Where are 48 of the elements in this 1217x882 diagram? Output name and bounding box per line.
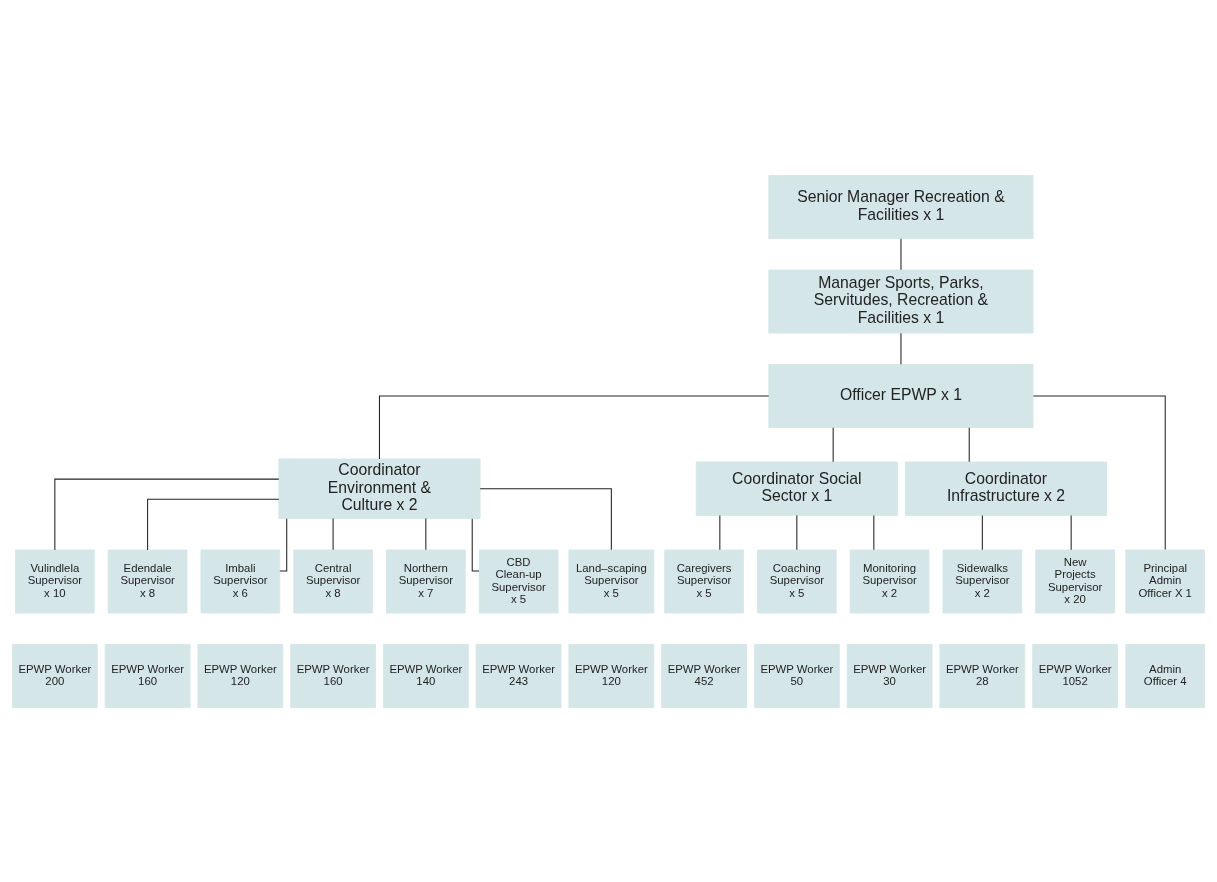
node-box: EPWP Worker 50 — [753, 643, 840, 708]
node-box: CBD Clean-up Supervisor x 5 — [478, 549, 559, 613]
node-box: Imbali Supervisor x 6 — [200, 549, 281, 613]
connector — [981, 514, 983, 550]
node-box: Principal Admin Officer X 1 — [1125, 549, 1206, 613]
node-box: EPWP Worker 160 — [104, 643, 191, 708]
node-box: EPWP Worker 120 — [197, 643, 284, 708]
connector — [471, 517, 480, 572]
connector — [279, 517, 288, 572]
connector — [796, 514, 798, 550]
node-box: Monitoring Supervisor x 2 — [849, 549, 930, 613]
node-box: Land–scaping Supervisor x 5 — [568, 549, 655, 613]
node-box: Coaching Supervisor x 5 — [757, 549, 837, 613]
node-box: EPWP Worker 140 — [382, 643, 469, 708]
connector — [147, 498, 280, 550]
node-box: Edendale Supervisor x 8 — [107, 549, 188, 613]
node-box: Coordinator Environment & Culture x 2 — [278, 458, 481, 519]
connector — [1032, 394, 1166, 550]
node-box: EPWP Worker 28 — [939, 643, 1026, 708]
node-box: Sidewalks Supervisor x 2 — [942, 549, 1023, 613]
connector — [1070, 514, 1072, 550]
node-box: Coordinator Infrastructure x 2 — [904, 461, 1108, 516]
connector — [873, 514, 875, 550]
connector — [332, 517, 334, 550]
connector — [832, 426, 834, 462]
node-box: EPWP Worker 30 — [846, 643, 933, 708]
node-box: Northern Supervisor x 7 — [386, 549, 466, 613]
node-box: Coordinator Social Sector x 1 — [695, 461, 898, 516]
connector — [425, 517, 427, 550]
connector — [968, 426, 970, 462]
node-box: Senior Manager Recreation & Facilities x 1 — [768, 174, 1034, 239]
node-box: EPWP Worker 160 — [290, 643, 376, 708]
connector — [54, 478, 280, 550]
node-box: Admin Officer 4 — [1125, 643, 1206, 708]
node-box: Vulindlela Supervisor x 10 — [15, 549, 95, 613]
node-box: Officer EPWP x 1 — [768, 363, 1034, 428]
node-box: EPWP Worker 1052 — [1032, 643, 1118, 708]
node-box: EPWP Worker 200 — [11, 643, 98, 708]
node-box: EPWP Worker 452 — [661, 643, 747, 708]
node-box: Central Supervisor x 8 — [293, 549, 373, 613]
node-box: Caregivers Supervisor x 5 — [664, 549, 744, 613]
node-box: Manager Sports, Parks, Servitudes, Recreation & Facilities x 1 — [768, 269, 1034, 333]
connector — [479, 487, 612, 550]
node-box: New Projects Supervisor x 20 — [1035, 549, 1115, 613]
node-box: EPWP Worker 243 — [475, 643, 562, 708]
connector — [378, 394, 770, 459]
connector — [719, 514, 721, 550]
node-box: EPWP Worker 120 — [568, 643, 655, 708]
